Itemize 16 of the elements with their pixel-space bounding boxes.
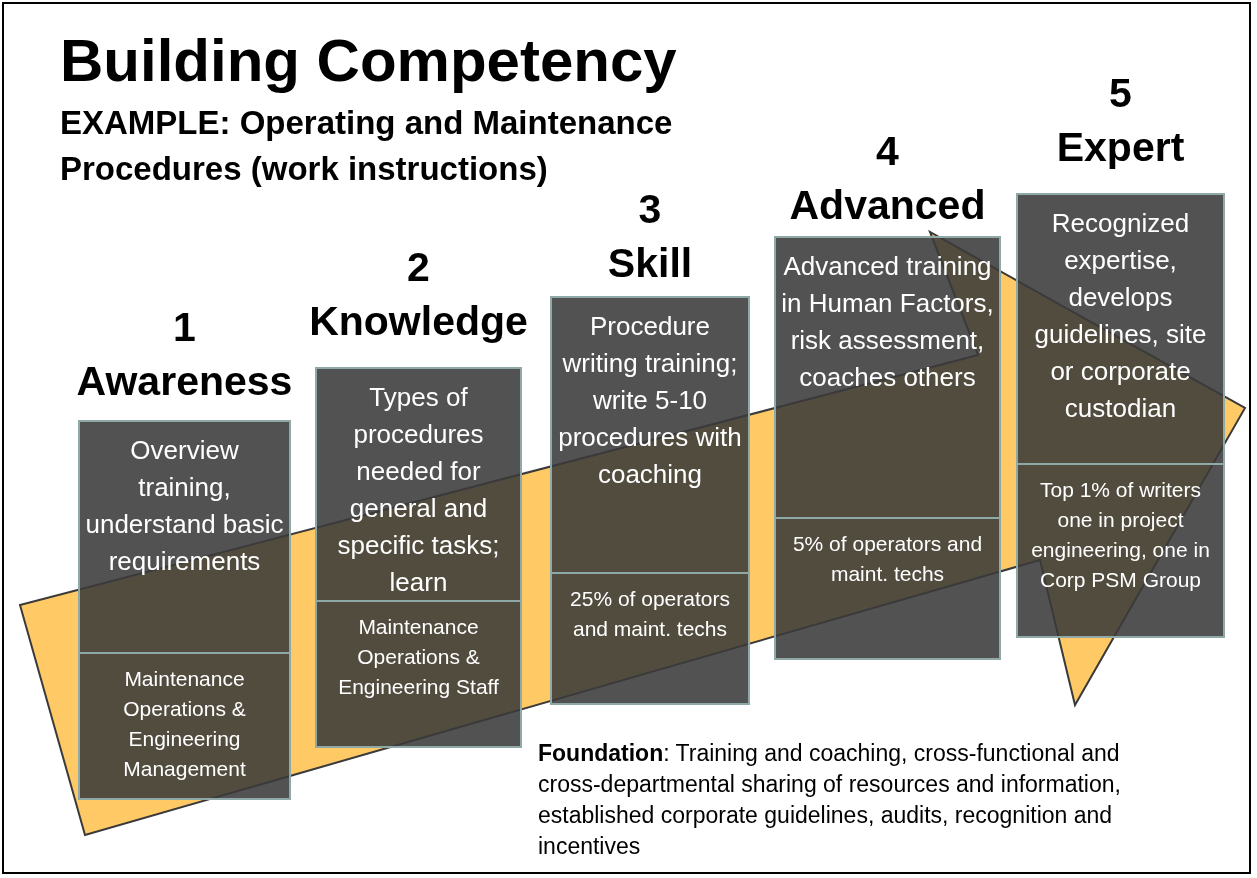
level-description: Types of procedures needed for general and specific tasks; learn: [315, 367, 522, 602]
level-description: Recognized expertise, develops guidelines, site or corporate custodian: [1016, 193, 1225, 465]
population-note: 5% of operators and maint. techs: [774, 517, 1001, 660]
level-heading: 4 Advanced: [789, 127, 986, 230]
population-note: Maintenance Operations & Engineering Staff: [315, 600, 522, 748]
population-note: Maintenance Operations & Engineering Management: [78, 652, 291, 800]
level-heading: 1 Awareness: [76, 303, 293, 406]
level-description: Advanced training in Human Factors, risk assessment, coaches others: [774, 236, 1001, 519]
population-note: 25% of operators and maint. techs: [550, 572, 750, 705]
level-description: Procedure writing training; write 5-10 procedures with coaching: [550, 296, 750, 574]
population-note: Top 1% of writers one in project engineering, one in Corp PSM Group: [1016, 463, 1225, 638]
foundation-note: Foundation: Training and coaching, cross-functional and cross-departmental sharing of resources and information, established corporate guidelines, audits, recognition and incentives: [538, 739, 1122, 861]
level-heading: 2 Knowledge: [309, 243, 528, 346]
level-description: Overview training, understand basic requirements: [78, 420, 291, 654]
level-heading: 5 Expert: [1056, 69, 1185, 172]
title: Building Competency: [60, 26, 677, 95]
